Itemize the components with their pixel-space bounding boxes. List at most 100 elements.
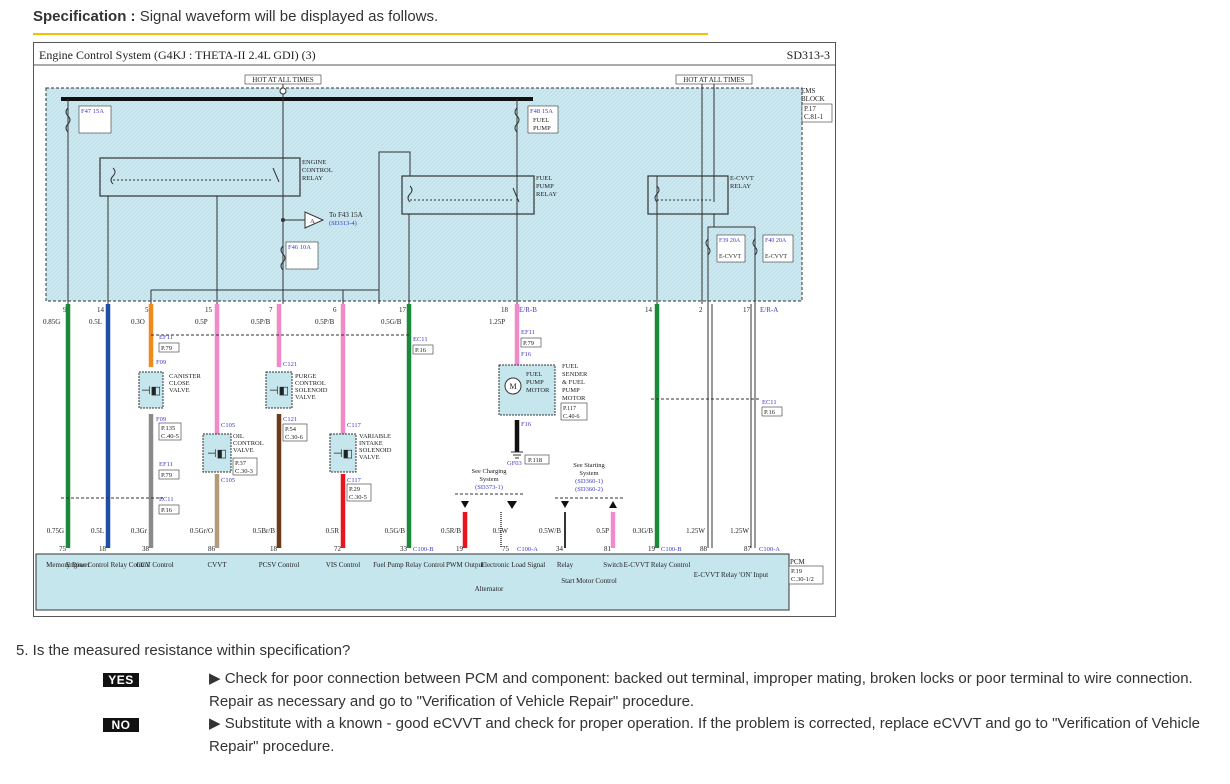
fuel-pump-relay [401, 175, 535, 215]
pin-bottom: 33 [400, 545, 408, 553]
wire-label-bottom: 0.5Br/B [253, 527, 276, 535]
fuse-f40-name: E-CVVT [765, 254, 787, 260]
ref-f09: F09 [156, 359, 166, 366]
pin-bottom: 81 [604, 545, 612, 553]
fuel-sender-label-4: PUMP [562, 387, 580, 394]
see-charging-ref: (SD373-1) [475, 484, 503, 491]
fuel-pump-label-3: MOTOR [526, 387, 550, 394]
ems-ref-page: P.17 [804, 105, 816, 113]
pin-top: 17 [399, 306, 407, 314]
pin-top: 6 [333, 306, 337, 314]
fuse-f40-box [762, 234, 794, 263]
diagram-title: Engine Control System (G4KJ : THETA-II 2… [39, 48, 316, 62]
connector-a: A [310, 218, 315, 225]
ref-p135: P.135 [161, 425, 175, 432]
spec-text: Signal waveform will be displayed as fol… [139, 8, 439, 25]
wire-label: 0.5L [89, 318, 102, 326]
ref-c121: C121 [283, 361, 297, 368]
ref-ef11-b: EF11 [159, 461, 173, 468]
arrow-up-icon [609, 501, 617, 508]
pcm-function: CVVT [207, 561, 227, 569]
wire-label: 0.5P/B [251, 318, 271, 326]
fuse-f47-box [78, 105, 112, 134]
pin-bottom: 88 [700, 545, 708, 553]
fuse-f39-box [716, 234, 746, 263]
purge-control-valve [265, 371, 293, 409]
pin-bottom: 19 [648, 545, 656, 553]
ref-p79-b: P.79 [161, 472, 172, 479]
pin-bottom: 18 [270, 545, 278, 553]
ref-c117-b: C117 [347, 477, 362, 484]
pin-top: 9 [63, 306, 67, 314]
wire-label: E/R-B [519, 306, 537, 314]
ems-ref-conn: C.81-1 [804, 113, 824, 121]
wire-label-bottom: 0.75G [47, 527, 64, 535]
fuel-sender-ref: P.117 [563, 406, 576, 412]
purge-label-3: SOLENOID [295, 387, 328, 394]
pcm-function: E-CVVT Relay 'ON' Input [694, 571, 769, 579]
see-charging: See Charging [471, 468, 507, 475]
pin-bottom: 86 [208, 545, 216, 553]
wire-label-bottom: 0.5R [326, 527, 340, 535]
fuel-pump-label-2: PUMP [526, 379, 544, 386]
to-f43-label: To F43 15A [329, 211, 363, 219]
engine-relay-label-2: CONTROL [302, 167, 333, 174]
pcm-function: Memory Power [46, 561, 90, 569]
pin-top: 2 [699, 306, 703, 314]
svg-text:⊣◧: ⊣◧ [269, 385, 289, 397]
oil-label-3: VALVE [233, 447, 254, 454]
ref-ef11-c: EF11 [521, 329, 535, 336]
purge-label-2: CONTROL [295, 380, 326, 387]
spec-underline [33, 33, 708, 35]
arrow-down-icon [561, 501, 569, 508]
ems-block [45, 87, 803, 302]
spec-label: Specification : [33, 8, 136, 25]
wire-label-bottom: 0.3G/B [633, 527, 654, 535]
fuse-f40-label: F40 20A [765, 238, 787, 244]
pin-bottom: 72 [334, 545, 342, 553]
fuel-pump-label: FUEL [526, 371, 542, 378]
see-starting-ref: (SD360-1) [575, 478, 603, 485]
fuse-f48-label: F48 15A [530, 108, 553, 115]
pin-bottom: 87 [744, 545, 752, 553]
pcm-function: Electronic Load Signal [481, 561, 546, 569]
pin-bottom: 34 [556, 545, 564, 553]
no-answer: ▶ Substitute with a known - good eCVVT a… [209, 715, 1201, 755]
vis-label-2: INTAKE [359, 440, 383, 447]
ref-f16: F16 [521, 351, 532, 358]
see-starting: See Starting [573, 462, 605, 469]
engine-relay-label-3: RELAY [302, 175, 323, 182]
ref-p16-c: P.16 [415, 347, 427, 354]
ecvvt-relay-label: E-CVVT [730, 175, 754, 182]
ref-p79-c: P.79 [523, 340, 534, 347]
wire-label: E/R-A [760, 306, 778, 314]
wire-label: 0.3O [131, 318, 145, 326]
wire-label: 0.85G [43, 318, 60, 326]
ref-p79: P.79 [161, 345, 172, 352]
connector-label: C100-A [517, 546, 538, 553]
pin-top: 7 [269, 306, 273, 314]
question-text: 5. Is the measured resistance within spe… [16, 642, 351, 659]
fuel-sender-label-5: MOTOR [562, 395, 586, 402]
ref-p135-b: C.40-5 [161, 433, 179, 440]
ref-c117: C117 [347, 422, 362, 429]
fuel-sender-label-2: SENDER [562, 371, 588, 378]
to-f43-ref: (SD313-4) [329, 220, 357, 227]
pcm-function: Engine Control Relay Control [66, 561, 150, 569]
oil-label: OIL [233, 433, 244, 440]
ref-p118: P.118 [528, 457, 542, 464]
fuse-f47-label: F47 15A [81, 108, 104, 115]
pcm-ref-conn: C.30-1/2 [791, 576, 814, 583]
arrow-down-icon [507, 501, 517, 509]
pcm-function: Relay [557, 561, 574, 569]
pin-bottom: 18 [99, 545, 107, 553]
yes-answer: ▶ Check for poor connection between PCM … [209, 670, 1193, 710]
pcm-label: PCM [790, 558, 806, 566]
connector-label: C100-A [759, 546, 780, 553]
vis-label: VARIABLE [359, 433, 391, 440]
ref-f09-b: F09 [156, 416, 166, 423]
pin-top: 14 [645, 306, 653, 314]
pcm-function: Alternator [475, 585, 504, 593]
engine-control-relay [99, 157, 301, 197]
fuse-f39-label: F39 20A [719, 238, 741, 244]
